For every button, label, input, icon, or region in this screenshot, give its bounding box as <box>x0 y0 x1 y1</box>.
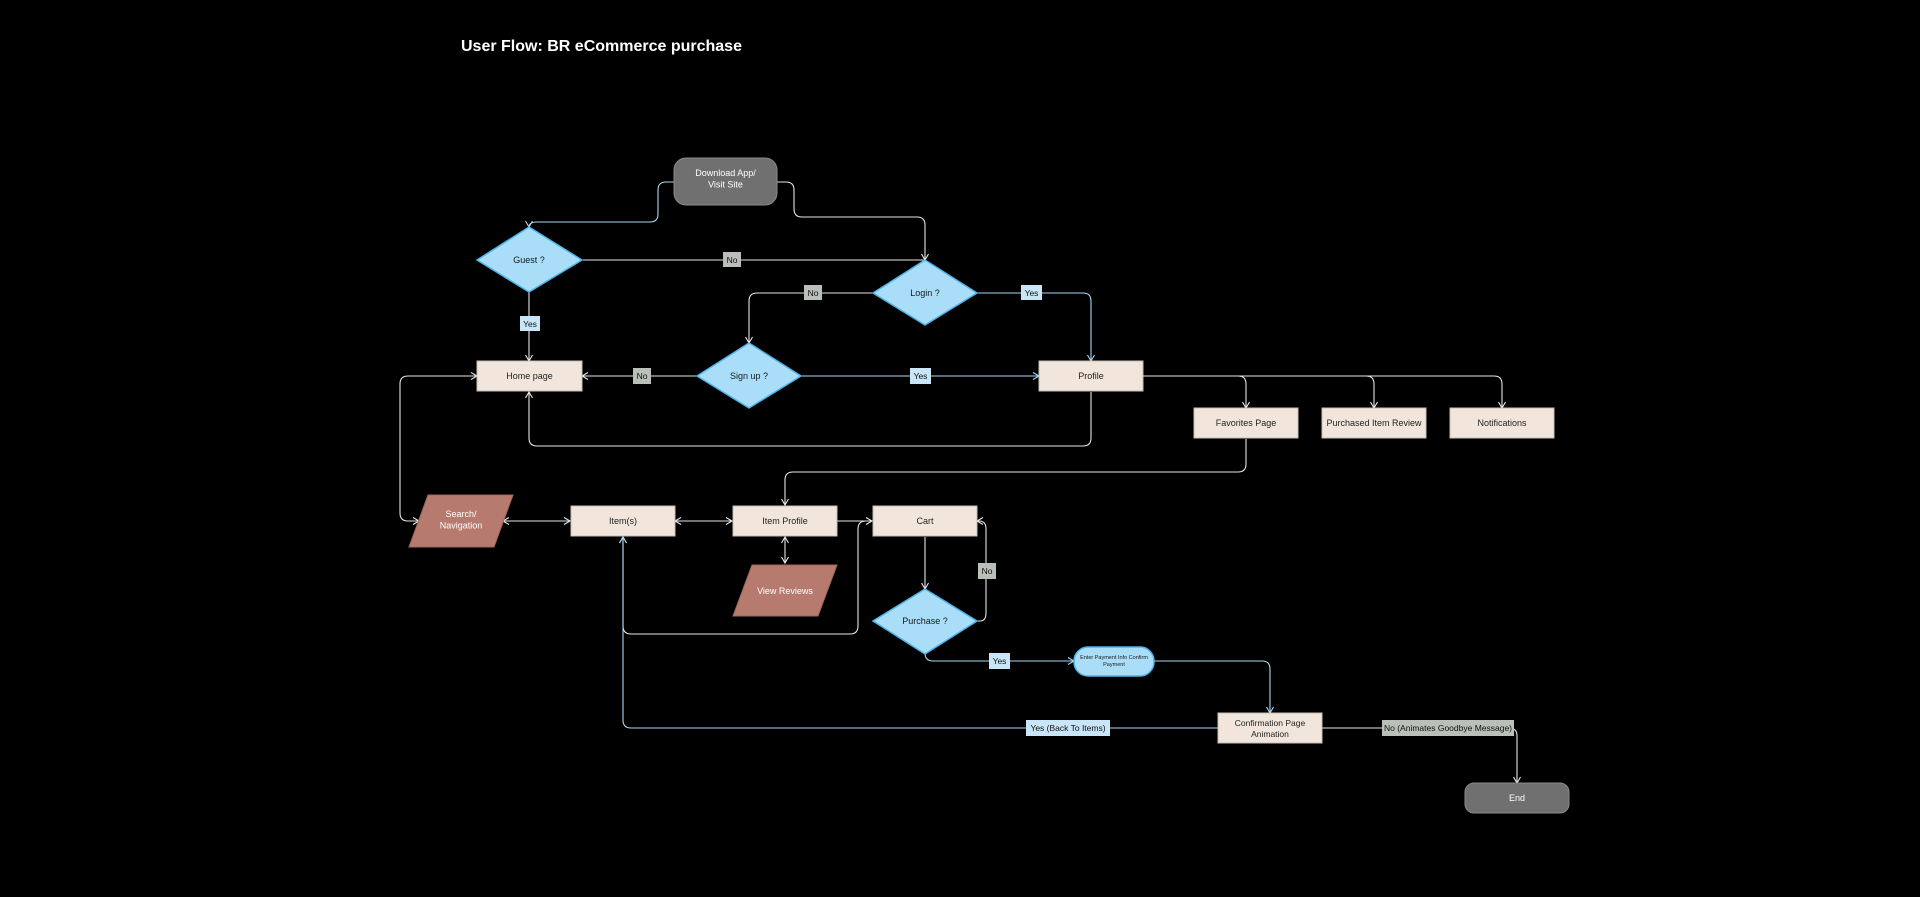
connector-download-login <box>777 181 929 262</box>
node-notifications-process: Notifications <box>1449 407 1555 439</box>
connector-favorites-itemprofile <box>781 439 1247 507</box>
edge-label-guest-yes: Yes <box>520 316 540 331</box>
svg-text:No: No <box>982 566 993 576</box>
node-item-profile-label: Item Profile <box>762 516 808 526</box>
node-purchase-label: Purchase ? <box>902 616 948 626</box>
node-purchase-decision: Purchase ? <box>871 588 979 655</box>
node-view-reviews-label: View Reviews <box>757 586 813 596</box>
svg-text:Yes: Yes <box>914 371 928 381</box>
node-login-decision: Login ? <box>871 259 979 326</box>
edge-label-login-yes: Yes <box>1021 285 1042 300</box>
edge-label-back-to-items: Yes (Back To Items) <box>1026 720 1110 736</box>
node-view-reviews-io: View Reviews <box>732 564 838 617</box>
connector-cart-items <box>619 520 872 635</box>
node-guest-decision: Guest ? <box>475 226 584 293</box>
node-purchased-review-label: Purchased Item Review <box>1326 418 1422 428</box>
connector-profile-notifications <box>1366 375 1506 410</box>
node-signup-label: Sign up ? <box>730 371 768 381</box>
node-end-label: End <box>1509 793 1525 803</box>
node-download-terminal: Download App/Visit Site <box>673 157 778 206</box>
node-profile-process: Profile <box>1038 360 1144 392</box>
node-end-terminal: End <box>1464 782 1570 814</box>
svg-text:Yes: Yes <box>523 319 537 329</box>
node-items-process: Item(s) <box>570 505 676 537</box>
node-guest-label: Guest ? <box>513 255 545 265</box>
svg-text:No: No <box>727 255 738 265</box>
svg-text:No (Animates Goodbye Message): No (Animates Goodbye Message) <box>1384 723 1512 733</box>
node-profile-label: Profile <box>1078 371 1104 381</box>
node-item-profile-process: Item Profile <box>732 505 838 537</box>
connector-login-profile <box>977 292 1095 363</box>
edge-label-goodbye: No (Animates Goodbye Message) <box>1382 720 1514 736</box>
node-search-label: Search/Navigation <box>440 509 483 531</box>
node-cart-process: Cart <box>872 505 978 537</box>
edge-labels: No Yes No Yes No Yes No Yes <box>520 252 1514 736</box>
node-items-label: Item(s) <box>609 516 637 526</box>
connectors <box>399 181 1521 785</box>
edge-label-signup-no: No <box>633 368 651 384</box>
node-signup-decision: Sign up ? <box>695 342 803 409</box>
svg-text:Yes: Yes <box>1025 288 1039 298</box>
node-download-label: Download App/Visit Site <box>695 168 756 190</box>
node-purchased-review-process: Purchased Item Review <box>1321 407 1427 439</box>
edge-label-signup-yes: Yes <box>910 368 931 384</box>
node-search-io: Search/Navigation <box>408 494 514 548</box>
svg-text:No: No <box>808 288 819 298</box>
connector-profile-home <box>525 390 1092 447</box>
connector-login-signup <box>745 292 873 345</box>
svg-text:Yes (Back To Items): Yes (Back To Items) <box>1030 723 1105 733</box>
connector-profile-purchased <box>1238 375 1378 410</box>
connector-confirmation-end <box>1322 727 1521 785</box>
edge-label-guest-no: No <box>723 252 741 267</box>
connector-download-guest <box>525 181 674 229</box>
edge-label-cart-no: No <box>978 563 996 579</box>
node-home-label: Home page <box>506 371 553 381</box>
connector-confirmation-items <box>619 535 1218 729</box>
svg-text:Yes: Yes <box>993 656 1007 666</box>
svg-text:No: No <box>637 371 648 381</box>
connector-payment-confirmation <box>1154 660 1274 715</box>
edge-label-login-no: No <box>804 285 822 300</box>
node-cart-label: Cart <box>916 516 934 526</box>
node-notifications-label: Notifications <box>1477 418 1527 428</box>
node-favorites-label: Favorites Page <box>1216 418 1277 428</box>
node-favorites-process: Favorites Page <box>1193 407 1299 439</box>
page-title: User Flow: BR eCommerce purchase <box>461 38 742 55</box>
node-login-label: Login ? <box>910 288 940 298</box>
connector-profile-favorites <box>1143 375 1250 410</box>
connector-home-search <box>399 372 479 525</box>
edge-label-purchase-yes: Yes <box>989 653 1010 669</box>
node-home-process: Home page <box>476 360 583 392</box>
